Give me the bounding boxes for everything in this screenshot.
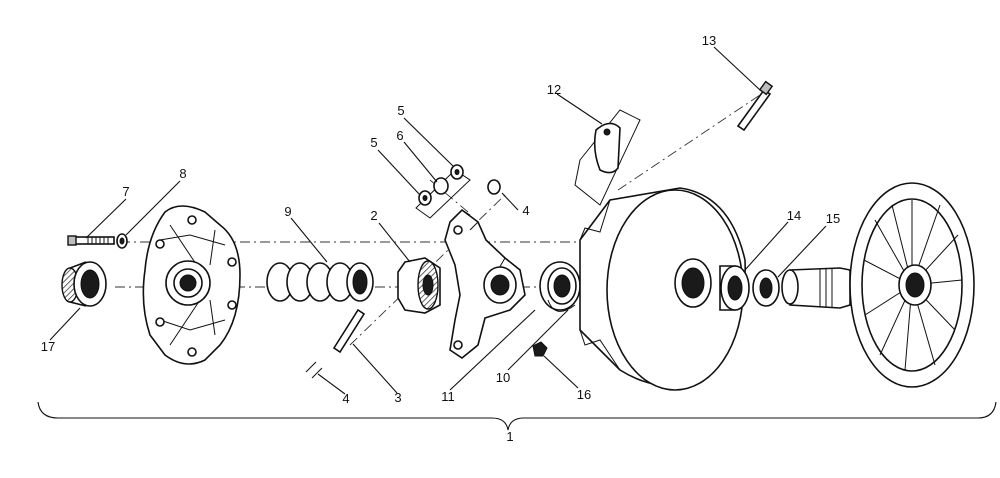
- part-4-roller-upper: [487, 179, 501, 195]
- callout-17: 17: [41, 339, 55, 354]
- callout-10: 10: [496, 370, 510, 385]
- callout-8: 8: [179, 166, 186, 181]
- callout-5-top: 5: [397, 103, 404, 118]
- callout-15: 15: [826, 211, 840, 226]
- part-12-weight: [574, 109, 641, 206]
- cover-plate: [142, 205, 241, 365]
- part-14-bushing: [719, 265, 750, 311]
- callout-6: 6: [396, 128, 403, 143]
- callout-16: 16: [577, 387, 591, 402]
- part-10-bushing: [539, 261, 581, 312]
- parts-5-6-rollers: [415, 164, 471, 219]
- part-13-bolt: [736, 80, 774, 132]
- part-11-spider: [444, 208, 526, 359]
- part-16-nut: [532, 341, 548, 357]
- callout-9: 9: [284, 204, 291, 219]
- callout-1: 1: [506, 429, 513, 444]
- part-2-nut: [397, 257, 441, 314]
- callout-4-lower: 4: [342, 391, 349, 406]
- assembly-bracket: [37, 401, 997, 431]
- part-3-pin: [332, 308, 366, 354]
- callout-14: 14: [787, 208, 801, 223]
- callout-labels: 1 2 3 4 4 5 5 6 7 8 9 10 11 12 13 14 15 …: [41, 33, 840, 444]
- part-4-pin-lower: [305, 361, 323, 379]
- part-15-washer: [752, 269, 780, 307]
- part-9-spring: [266, 262, 374, 302]
- callout-12: 12: [547, 82, 561, 97]
- part-17-bushing: [61, 261, 107, 307]
- movable-sheave: [579, 187, 746, 391]
- leader-lines: [49, 46, 827, 395]
- part-7-bolt: [67, 235, 115, 246]
- callout-5-left: 5: [370, 135, 377, 150]
- fixed-sheave: [781, 182, 975, 388]
- callout-11: 11: [441, 389, 455, 404]
- part-8-washer: [116, 233, 128, 249]
- callout-3: 3: [394, 390, 401, 405]
- callout-4-upper: 4: [522, 203, 529, 218]
- callout-7: 7: [122, 184, 129, 199]
- callout-13: 13: [702, 33, 716, 48]
- callout-2: 2: [370, 208, 377, 223]
